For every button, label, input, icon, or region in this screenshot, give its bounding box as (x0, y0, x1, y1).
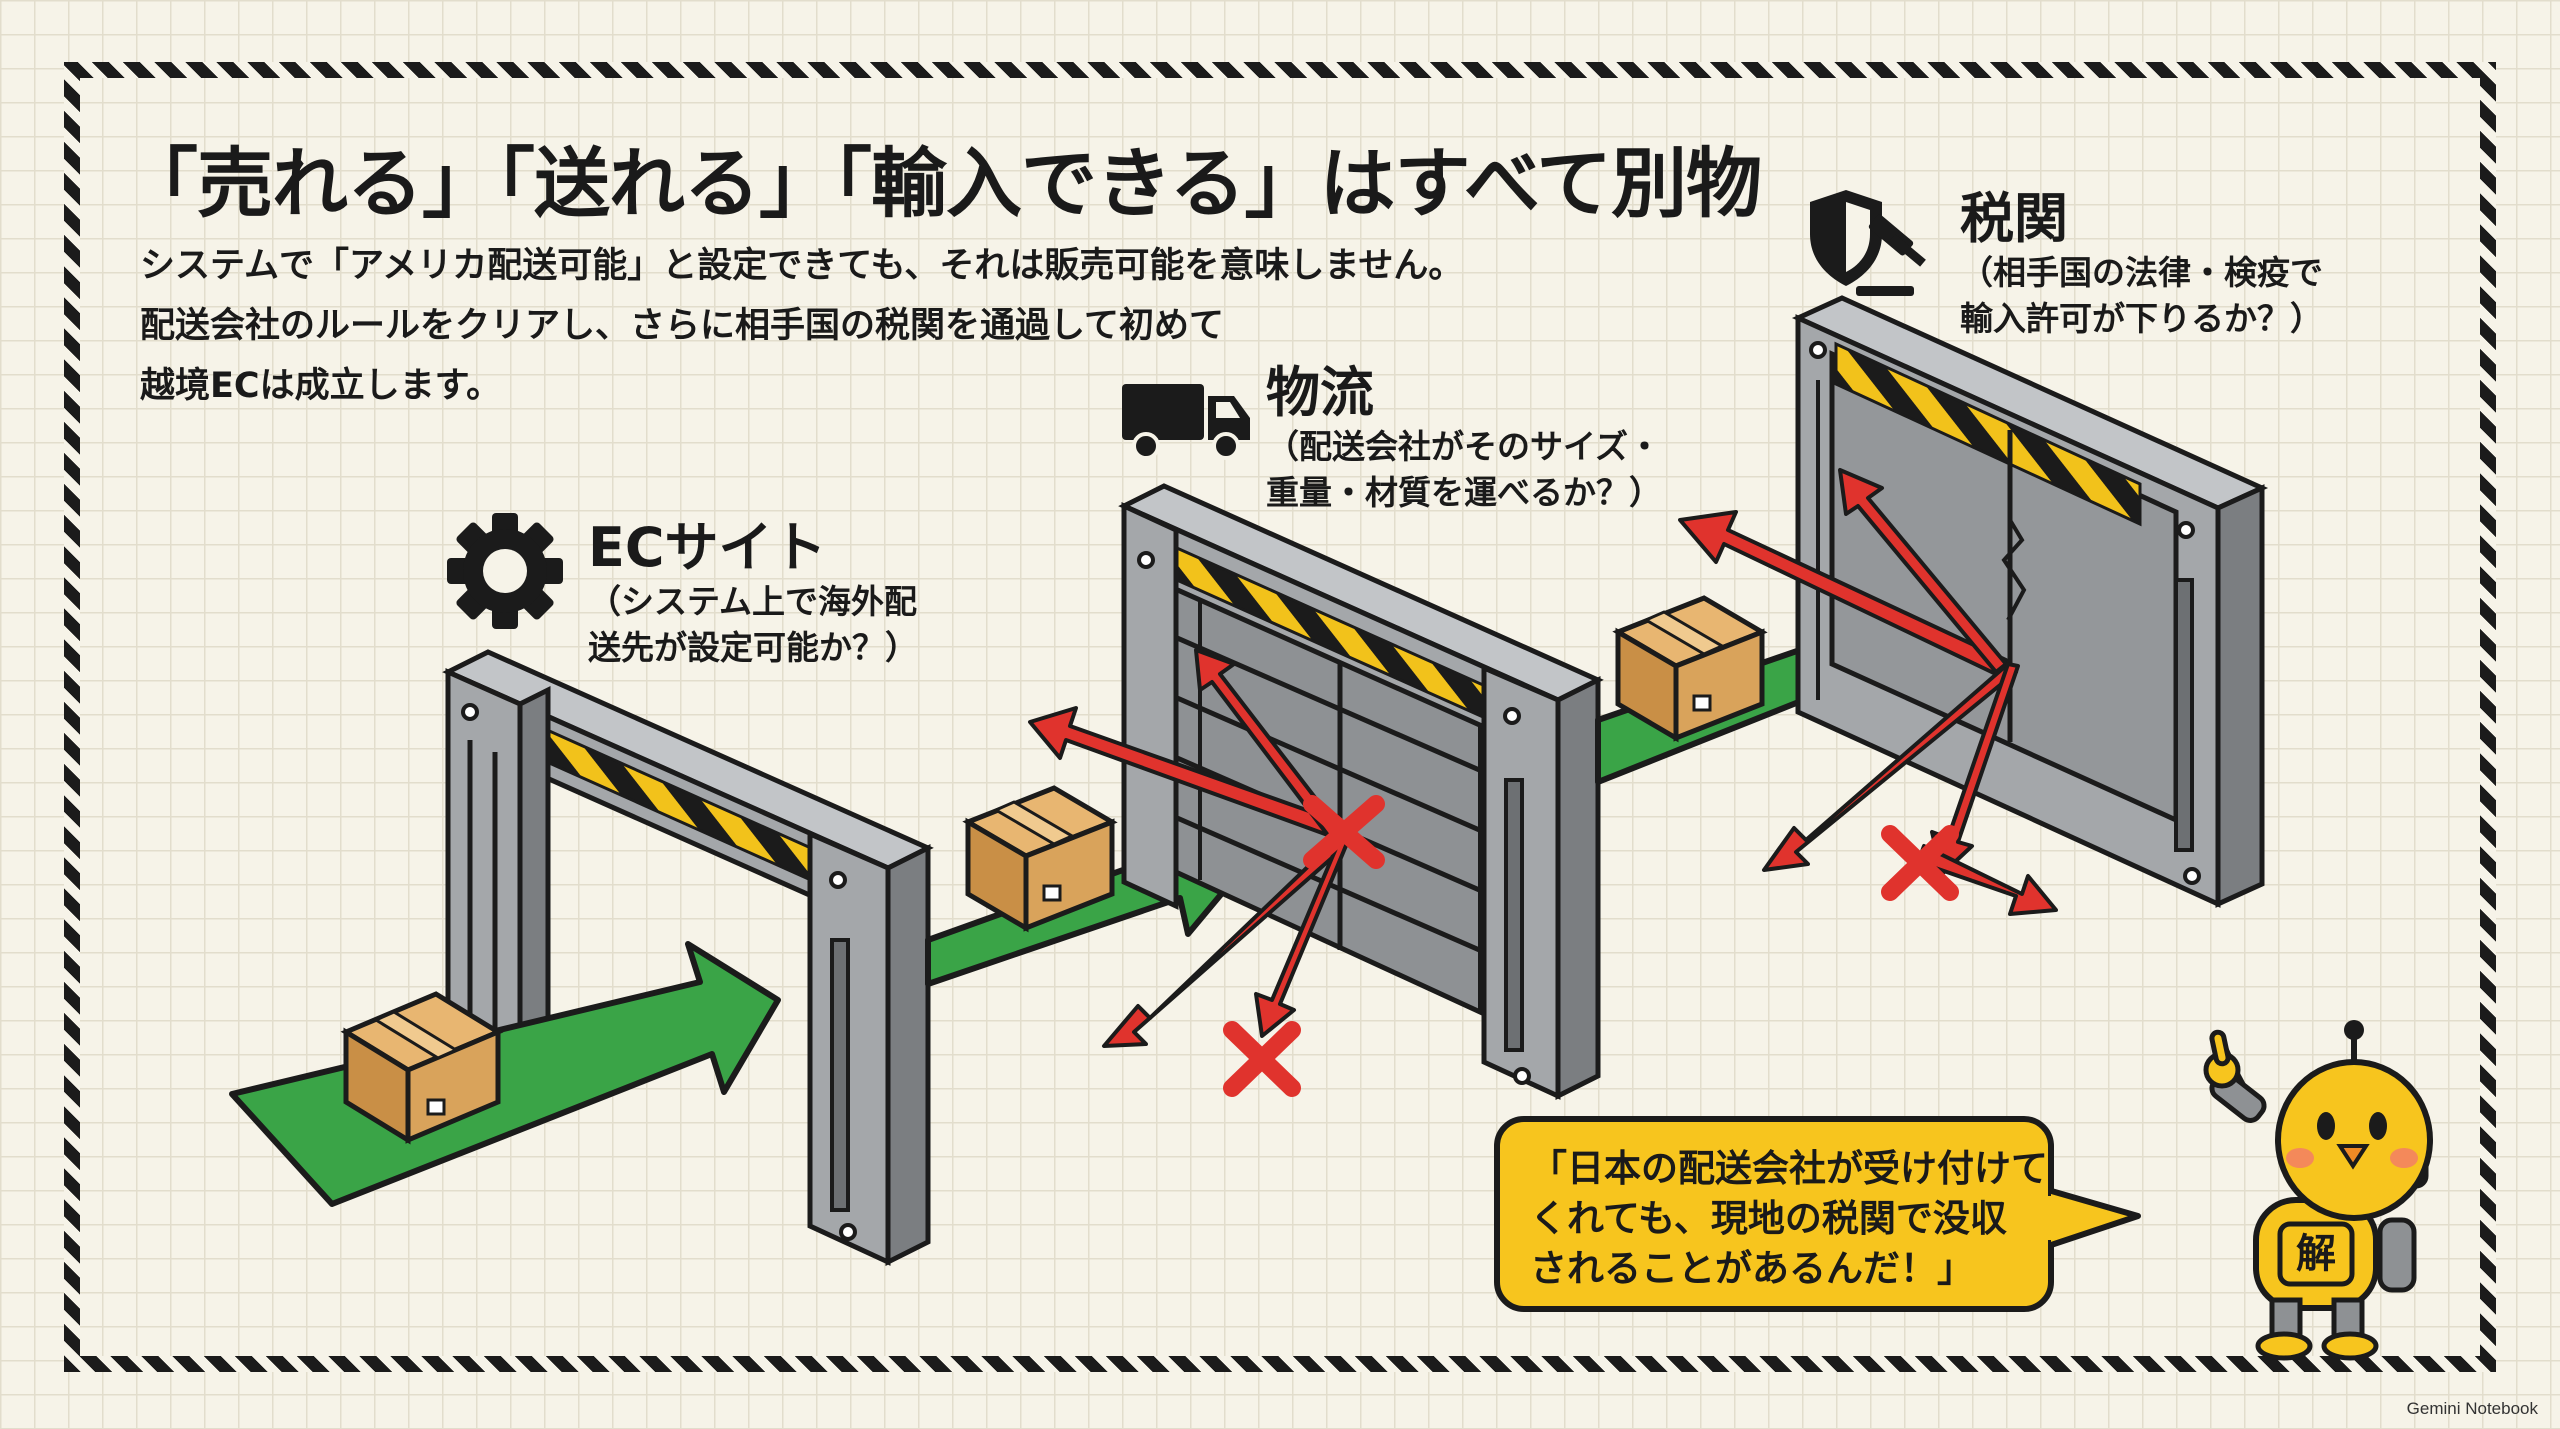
truck-icon (1122, 384, 1250, 460)
customs-label: 税関 （相手国の法律・検疫で 輸入許可が下りるか？） (1960, 188, 2323, 342)
subtitle-line-2: 配送会社のルールをクリアし、さらに相手国の税関を通過して初めて (140, 306, 1224, 346)
subtitle: システムで「アメリカ配送可能」と設定できても、それは販売可能を意味しません。 配… (140, 236, 1600, 416)
ec-site-desc-2: 送先が設定可能か？） (588, 628, 918, 667)
mascot-badge: 解 (2296, 1231, 2336, 1277)
customs-desc-1: （相手国の法律・検疫で (1960, 253, 2323, 292)
speech-bubble: 「日本の配送会社が受け付けて くれても、現地の税関で没収 されることがあるんだ！… (1494, 1116, 2054, 1312)
ec-site-name: ECサイト (588, 516, 827, 579)
flow-arrow-1 (229, 941, 781, 1207)
ec-site-desc-1: （システム上で海外配 (588, 582, 918, 621)
logistics-label: 物流 （配送会社がそのサイズ・ 重量・材質を運べるか？） (1266, 362, 1662, 516)
package-box-3 (1612, 595, 1768, 743)
customs-name: 税関 (1960, 187, 2068, 250)
package-box-1 (340, 991, 504, 1145)
page-title: 「売れる」「送れる」「輸入できる」はすべて別物 (122, 139, 1762, 228)
logistics-desc-1: （配送会社がそのサイズ・ (1266, 427, 1662, 466)
logistics-gate (1118, 483, 1604, 1101)
logistics-name: 物流 (1266, 361, 1374, 424)
logistics-desc-2: 重量・材質を運べるか？） (1266, 473, 1662, 512)
credit: Gemini Notebook (2406, 1399, 2538, 1418)
logistics-rejection-arrows (1028, 648, 1385, 1097)
speech-line-1: 「日本の配送会社が受け付けて (1530, 1147, 2048, 1190)
customs-desc-2: 輸入許可が下りるか？） (1960, 299, 2323, 338)
speech-line-2: くれても、現地の税関で没収 (1530, 1197, 2007, 1240)
ec-site-gate (442, 649, 934, 1267)
subtitle-line-3: 越境ECは成立します。 (140, 366, 502, 406)
gear-icon (447, 513, 563, 629)
customs-rejection-arrows (1678, 468, 2058, 916)
subtitle-line-1: システムで「アメリカ配送可能」と設定できても、それは販売可能を意味しません。 (140, 246, 1464, 286)
package-box-2 (962, 785, 1118, 933)
speech-bubble-tail (2048, 1187, 2141, 1249)
ec-site-label: ECサイト （システム上で海外配 送先が設定可能か？） (588, 517, 918, 671)
shield-gavel-icon (1810, 190, 1926, 296)
speech-line-3: されることがあるんだ！」 (1530, 1247, 1974, 1290)
robot-chick-mascot (2203, 1020, 2433, 1361)
